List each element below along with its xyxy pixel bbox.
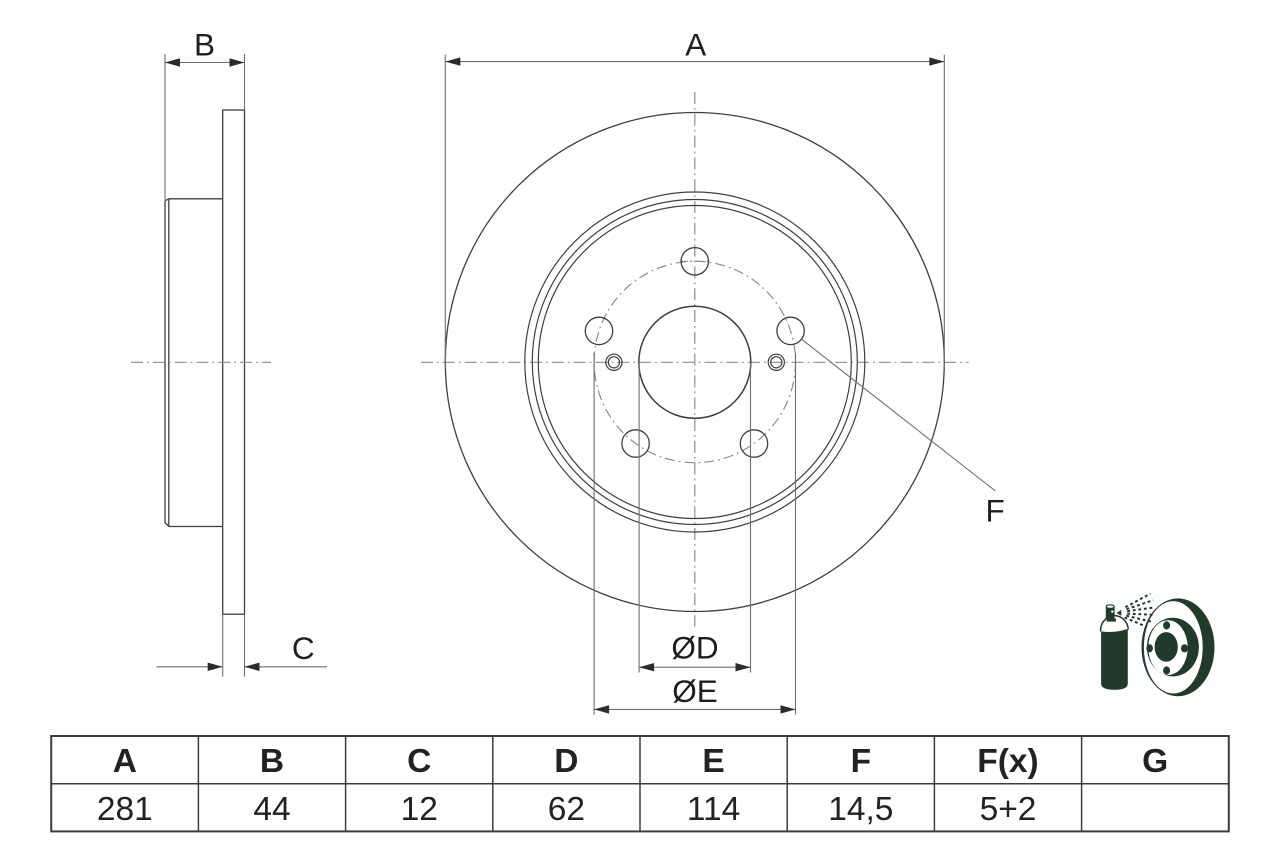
svg-text:A: A <box>685 27 706 63</box>
svg-text:14,5: 14,5 <box>828 791 893 828</box>
svg-text:62: 62 <box>548 791 585 828</box>
svg-text:C: C <box>292 630 315 666</box>
svg-text:G: G <box>1142 743 1168 780</box>
svg-text:ØE: ØE <box>672 673 718 709</box>
svg-text:B: B <box>260 743 284 780</box>
svg-text:E: E <box>702 743 724 780</box>
svg-text:F: F <box>851 743 871 780</box>
svg-text:F(x): F(x) <box>977 743 1038 780</box>
svg-text:44: 44 <box>253 791 290 828</box>
svg-text:12: 12 <box>401 791 438 828</box>
svg-text:5+2: 5+2 <box>980 791 1037 828</box>
svg-text:B: B <box>194 27 215 63</box>
svg-text:114: 114 <box>687 791 740 828</box>
svg-text:ØD: ØD <box>671 629 718 665</box>
svg-text:D: D <box>554 743 578 780</box>
svg-text:C: C <box>407 743 431 780</box>
svg-text:F: F <box>985 492 1004 528</box>
svg-text:A: A <box>113 743 137 780</box>
svg-text:281: 281 <box>97 791 153 828</box>
